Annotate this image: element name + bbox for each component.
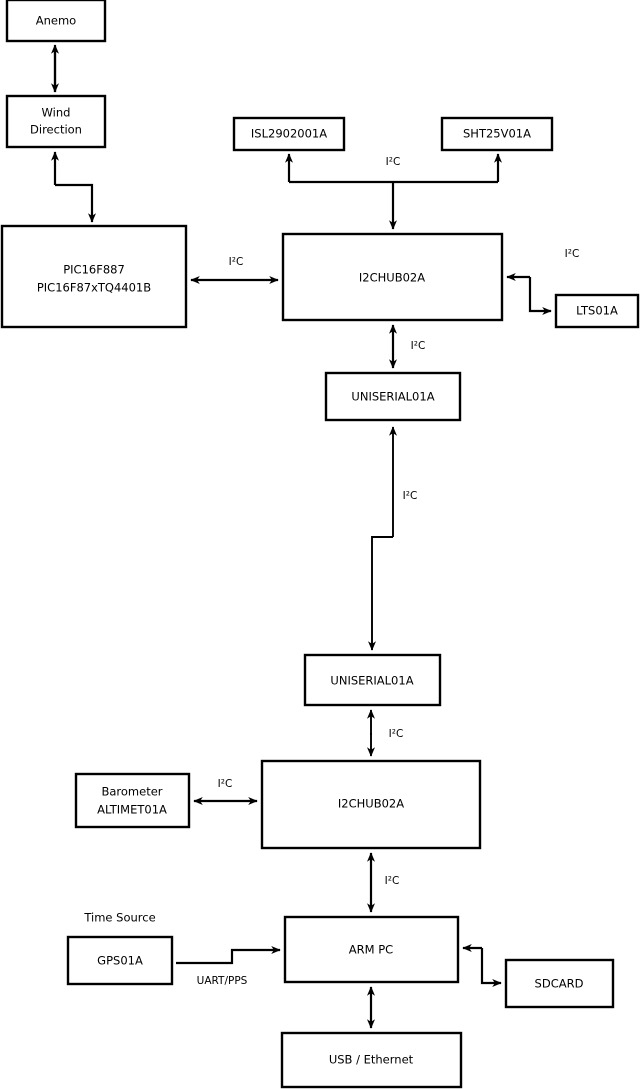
edge-hub-top-lts: I²C xyxy=(506,248,580,316)
node-wind-direction-label-line2: Direction xyxy=(30,123,82,137)
edge-arm-pc-sdcard xyxy=(462,943,502,988)
edge-label-hub-sensors: I²C xyxy=(386,156,401,168)
node-barometer-label-line1: Barometer xyxy=(101,785,162,799)
edge-uniserial-top-bottom: I²C xyxy=(367,426,418,651)
edge-hub-top-sensors: I²C xyxy=(285,153,503,230)
node-usb-ethernet[interactable]: USB / Ethernet xyxy=(280,1031,463,1089)
label-time-source: Time Source xyxy=(83,911,155,925)
node-pic-label-line2: PIC16F87xTQ4401B xyxy=(37,281,151,295)
node-uniserial01a-bottom[interactable]: UNISERIAL01A xyxy=(303,653,442,707)
edge-label-hub-uniserial: I²C xyxy=(411,340,426,352)
node-arm-pc-box[interactable] xyxy=(283,915,460,984)
node-isl2902001a-label: ISL2902001A xyxy=(251,127,327,141)
node-anemo-box[interactable] xyxy=(5,0,107,43)
node-usb-ethernet-box[interactable] xyxy=(280,1031,463,1089)
node-i2chub02a-top-box[interactable] xyxy=(281,232,504,322)
node-lts01a[interactable]: LTS01A xyxy=(554,293,640,329)
node-gps01a[interactable]: GPS01A xyxy=(66,935,174,986)
node-pic[interactable]: PIC16F887 PIC16F87xTQ4401B xyxy=(0,224,188,329)
node-anemo[interactable]: Anemo xyxy=(5,0,107,43)
edge-pic-hub-top: I²C xyxy=(190,256,279,285)
node-anemo-label: Anemo xyxy=(36,14,76,28)
node-wind-direction[interactable]: Wind Direction xyxy=(5,94,107,149)
edge-label-uniserial-link: I²C xyxy=(403,490,418,502)
node-sht25v01a[interactable]: SHT25V01A xyxy=(440,116,554,152)
node-i2chub02a-top[interactable]: I2CHUB02A xyxy=(281,232,504,322)
edge-hub-top-uniserial-top: I²C xyxy=(388,324,426,369)
node-i2chub02a-bottom-box[interactable] xyxy=(260,759,482,850)
node-isl2902001a[interactable]: ISL2902001A xyxy=(232,116,346,152)
node-uniserial01a-top-box[interactable] xyxy=(324,371,462,422)
node-uniserial01a-top[interactable]: UNISERIAL01A xyxy=(324,371,462,422)
node-gps01a-box[interactable] xyxy=(66,935,174,986)
edge-label-hub-arm: I²C xyxy=(385,875,400,887)
edge-label-barometer-hub: I²C xyxy=(218,778,233,790)
node-i2chub02a-top-label: I2CHUB02A xyxy=(359,271,425,285)
node-uniserial01a-bottom-label: UNISERIAL01A xyxy=(330,674,413,688)
edge-label-hub-lts: I²C xyxy=(565,248,580,260)
node-sdcard-label: SDCARD xyxy=(535,977,584,991)
node-barometer-box[interactable] xyxy=(74,772,191,829)
node-sht25v01a-box[interactable] xyxy=(440,116,554,152)
node-i2chub02a-bottom-label: I2CHUB02A xyxy=(338,797,404,811)
node-sht25v01a-label: SHT25V01A xyxy=(463,127,531,141)
node-uniserial01a-bottom-box[interactable] xyxy=(303,653,442,707)
edge-hub-bottom-arm-pc: I²C xyxy=(366,852,400,913)
node-barometer[interactable]: Barometer ALTIMET01A xyxy=(74,772,191,829)
node-gps01a-label: GPS01A xyxy=(97,954,143,968)
node-barometer-label-line2: ALTIMET01A xyxy=(97,803,167,817)
edge-uniserial-bottom-hub-bottom: I²C xyxy=(366,709,404,757)
edge-label-uniserial-hub: I²C xyxy=(389,728,404,740)
edge-wind-direction-pic xyxy=(51,151,96,223)
free-labels-layer: Time Source xyxy=(83,911,155,925)
node-usb-ethernet-label: USB / Ethernet xyxy=(329,1053,414,1067)
edges-layer: I²C I²C I²C I²C xyxy=(50,44,580,1029)
edge-arrow-right-to-arm xyxy=(176,946,281,965)
node-uniserial01a-top-label: UNISERIAL01A xyxy=(351,390,434,404)
node-wind-direction-label-line1: Wind xyxy=(42,106,71,120)
edge-gps-arm-pc: UART/PPS xyxy=(176,946,281,987)
node-arm-pc[interactable]: ARM PC xyxy=(283,915,460,984)
node-wind-direction-box[interactable] xyxy=(5,94,107,149)
edge-label-gps-arm: UART/PPS xyxy=(197,975,248,987)
edge-arrow-down xyxy=(55,183,96,223)
edge-barometer-hub-bottom: I²C xyxy=(193,778,258,806)
edge-arrow-down xyxy=(367,536,393,651)
node-lts01a-label: LTS01A xyxy=(576,304,618,318)
edge-label-pic-hub: I²C xyxy=(229,256,244,268)
node-lts01a-box[interactable] xyxy=(554,293,640,329)
edge-arrow-right-to-lts xyxy=(528,277,552,316)
edge-arrow-right-to-sdcard xyxy=(480,948,502,988)
node-pic-label-line1: PIC16F887 xyxy=(63,263,125,277)
node-sdcard-box[interactable] xyxy=(504,958,615,1009)
node-isl2902001a-box[interactable] xyxy=(232,116,346,152)
node-arm-pc-label: ARM PC xyxy=(349,943,393,957)
node-i2chub02a-bottom[interactable]: I2CHUB02A xyxy=(260,759,482,850)
node-pic-box[interactable] xyxy=(0,224,188,329)
node-sdcard[interactable]: SDCARD xyxy=(504,958,615,1009)
